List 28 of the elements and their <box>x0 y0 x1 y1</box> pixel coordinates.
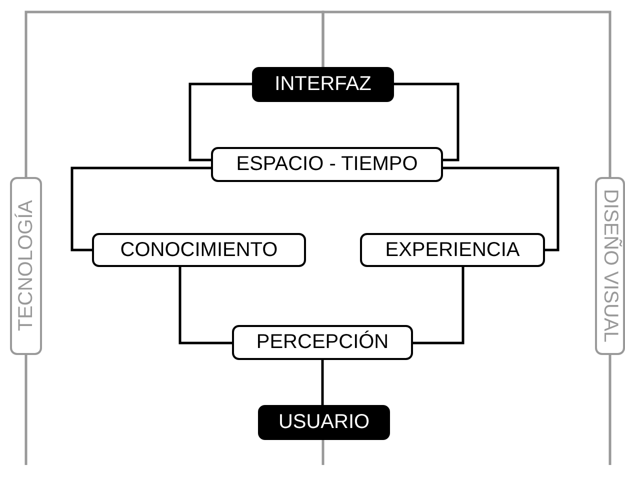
connector-line <box>413 267 464 344</box>
connector-line <box>24 10 324 177</box>
connector-line <box>70 166 211 252</box>
concept-box <box>360 233 545 267</box>
node-label: PERCEPCIÓN <box>256 331 389 354</box>
node-label: EXPERIENCIA <box>385 238 520 262</box>
node-label: TECNOLOGÍA <box>14 200 38 332</box>
connector-line <box>394 82 460 162</box>
concept-box <box>252 67 394 102</box>
node-label: INTERFAZ <box>274 73 372 96</box>
connector-line <box>322 10 612 177</box>
concept-box <box>258 405 390 440</box>
node-label: DISEÑO VISUAL <box>598 189 622 343</box>
line <box>608 355 612 465</box>
connector-line <box>178 267 232 344</box>
line <box>322 440 324 465</box>
node-label: CONOCIMIENTO <box>120 238 278 262</box>
concept-box <box>92 233 306 267</box>
side-label-box <box>10 177 42 355</box>
connector-line <box>321 360 324 405</box>
concept-box <box>211 147 443 182</box>
node-label: ESPACIO - TIEMPO <box>236 153 418 176</box>
concept-box <box>232 325 413 360</box>
side-label-box <box>595 177 625 355</box>
line <box>24 355 28 465</box>
connector-line <box>188 82 252 162</box>
node-label: USUARIO <box>278 411 370 434</box>
connector-line <box>443 166 560 252</box>
